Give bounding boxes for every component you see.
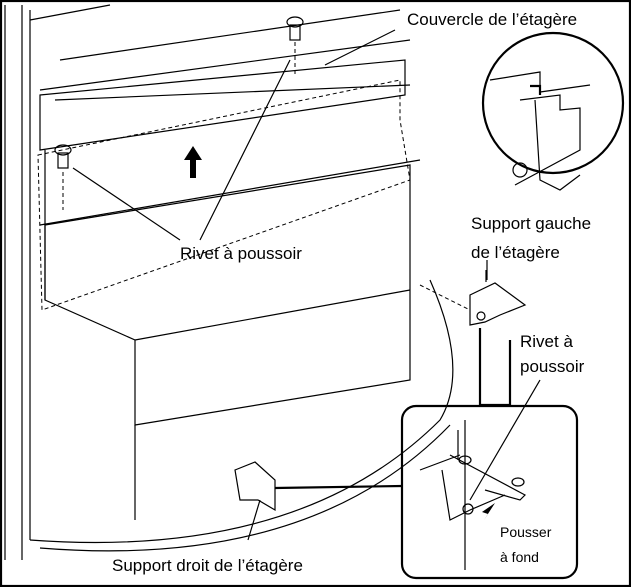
push-rivet-top-icon	[286, 16, 304, 75]
base-arc	[29, 279, 454, 544]
right-support-bracket	[234, 461, 403, 541]
push-rivet-left-icon	[54, 144, 72, 210]
detail-connector	[478, 328, 512, 407]
detail-circle-top	[481, 31, 625, 191]
base-arc-inner	[39, 424, 451, 552]
label-push-rivet-right-2: poussoir	[520, 357, 585, 376]
detail-box-bottom	[400, 379, 579, 580]
label-push-fully-1: Pousser	[500, 524, 552, 540]
label-push-fully-2: à fond	[500, 549, 539, 565]
shelf-box	[44, 164, 411, 520]
label-shelf-cover: Couvercle de l’étagère	[407, 10, 578, 29]
lift-arrow-icon	[184, 146, 202, 178]
leader-cover	[324, 29, 396, 66]
shelf-cover-outline	[37, 79, 411, 311]
label-push-rivet-right-1: Rivet à	[520, 332, 573, 351]
label-left-support-2: de l’étagère	[471, 243, 560, 262]
label-right-support: Support droit de l’étagère	[112, 556, 303, 575]
leader-rivet	[72, 59, 291, 241]
cabinet-frame	[4, 4, 421, 560]
left-support-bracket	[419, 270, 527, 326]
label-left-support-1: Support gauche	[471, 214, 592, 233]
label-push-rivet: Rivet à poussoir	[180, 244, 302, 263]
